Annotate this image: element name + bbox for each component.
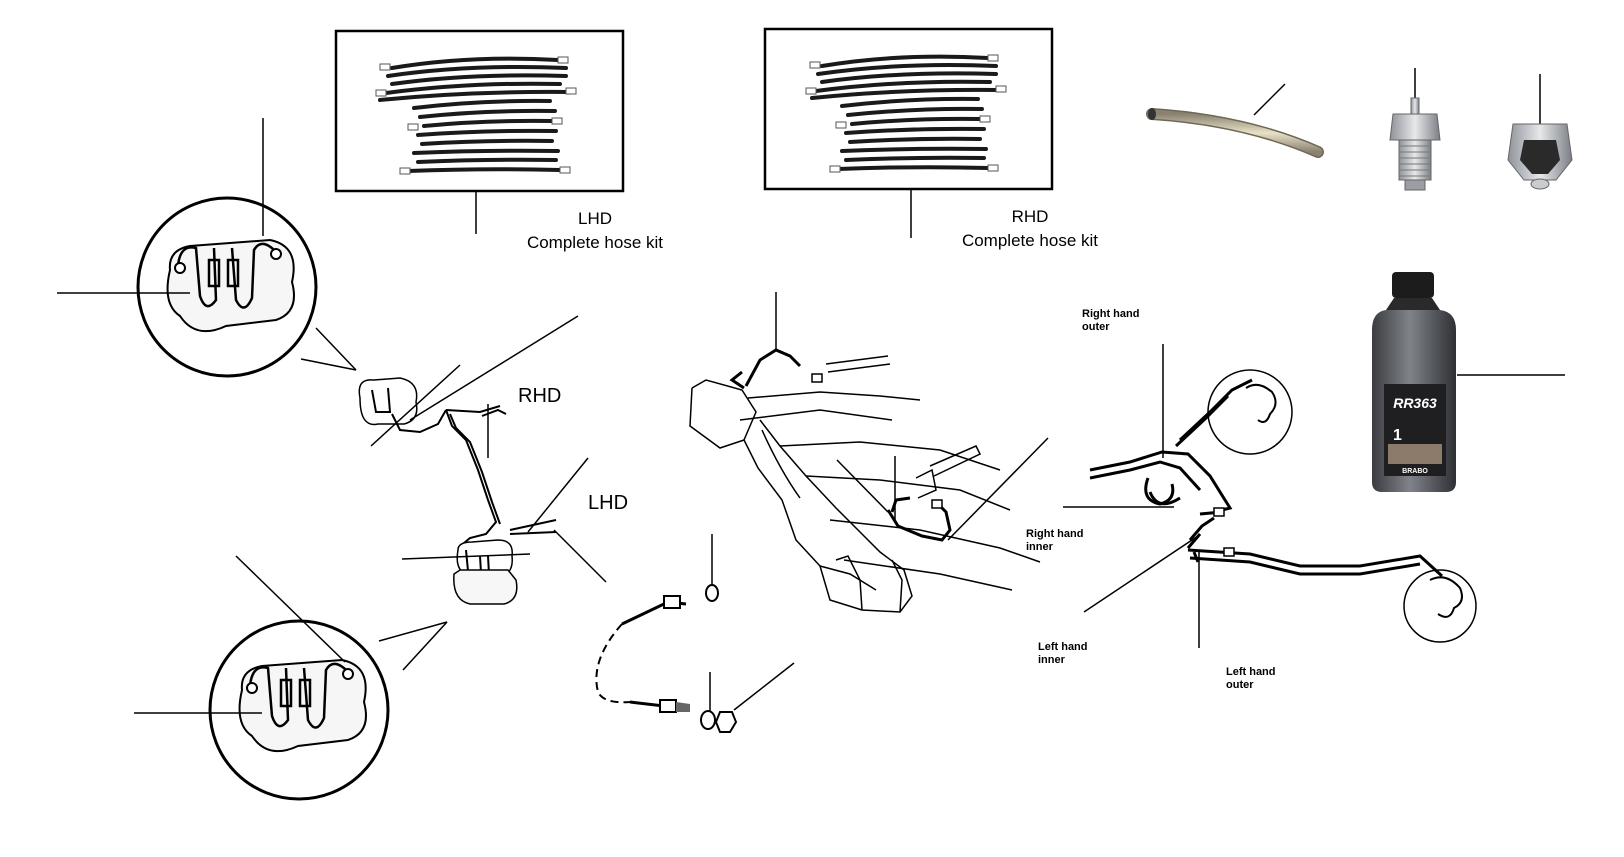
rhd-side-label: RHD bbox=[518, 385, 562, 407]
bottle-volume: 1 bbox=[1393, 427, 1402, 444]
bottle-maker: BRABO bbox=[1402, 468, 1428, 475]
chassis-leaders bbox=[775, 292, 1049, 541]
left-outer-line2: outer bbox=[1226, 679, 1254, 691]
right-inner-line2: inner bbox=[1026, 541, 1053, 553]
rhd-kit-name: Complete hose kit bbox=[961, 231, 1099, 250]
rhd-kit-fittings bbox=[805, 54, 1007, 173]
lhd-kit-fittings bbox=[375, 56, 577, 175]
lhd-hose-kit[interactable] bbox=[334, 29, 625, 234]
female-nut-fitting[interactable] bbox=[1507, 74, 1573, 190]
caliper-detail-bottom[interactable] bbox=[134, 555, 448, 801]
flexible-hose-detail[interactable] bbox=[595, 534, 795, 733]
lhd-kit-name: Complete hose kit bbox=[526, 233, 664, 252]
male-union-fitting[interactable] bbox=[1389, 68, 1441, 191]
brake-fluid-bottle[interactable]: RR363 1 BRABO bbox=[1372, 272, 1565, 492]
front-brake-line-assembly[interactable] bbox=[358, 315, 607, 605]
caliper-detail-top[interactable] bbox=[57, 118, 357, 378]
front-chassis-sketch[interactable] bbox=[689, 355, 1041, 613]
right-outer-line1: Right hand bbox=[1082, 308, 1140, 320]
rhd-kit-hoses bbox=[810, 54, 1000, 171]
left-inner-line1: Left hand bbox=[1038, 641, 1088, 653]
right-inner-label: Right hand inner bbox=[1026, 528, 1126, 554]
right-outer-line2: outer bbox=[1082, 321, 1110, 333]
rhd-kit-label: RHD Complete hose kit bbox=[915, 205, 1145, 253]
right-outer-label: Right hand outer bbox=[1082, 308, 1182, 334]
brake-pipe[interactable] bbox=[1146, 83, 1324, 158]
bottle-cap bbox=[1392, 272, 1434, 298]
left-outer-line1: Left hand bbox=[1226, 666, 1276, 678]
lhd-kit-hoses bbox=[378, 56, 572, 173]
bottle-brand: RR363 bbox=[1393, 395, 1437, 411]
chassis-hoses bbox=[729, 348, 952, 542]
left-inner-line2: inner bbox=[1038, 654, 1065, 666]
rhd-hose-kit[interactable] bbox=[763, 27, 1054, 238]
rhd-kit-side: RHD bbox=[1011, 207, 1049, 226]
lhd-side-label: LHD bbox=[588, 492, 629, 514]
lhd-kit-label: LHD Complete hose kit bbox=[480, 207, 710, 255]
left-inner-label: Left hand inner bbox=[1038, 641, 1138, 667]
rear-brake-layout[interactable] bbox=[1063, 344, 1477, 648]
right-inner-line1: Right hand bbox=[1026, 528, 1084, 540]
lhd-kit-side: LHD bbox=[577, 209, 612, 228]
left-outer-label: Left hand outer bbox=[1226, 666, 1326, 692]
